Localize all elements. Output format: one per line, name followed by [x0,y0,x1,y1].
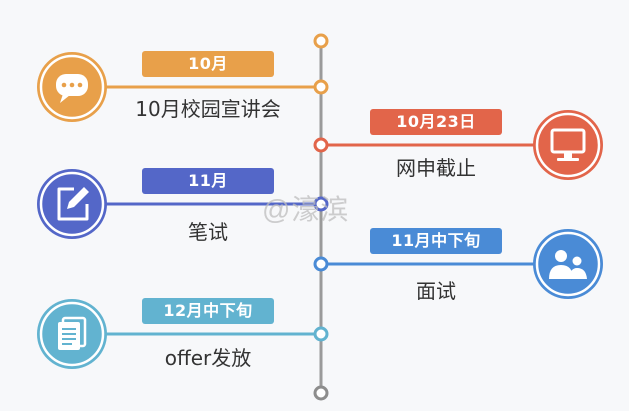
event-2-label: 网申截止 [396,156,476,180]
event-3-label: 笔试 [188,220,228,244]
event-1-icon-circle [37,52,107,122]
event-2-icon-circle [533,110,603,180]
chat-bubble-icon [56,74,88,103]
event-1-connector [104,79,329,95]
axis-end-dot [313,385,329,401]
event-4-connector [313,256,534,272]
event-1-date-badge: 10月 [142,51,274,77]
event-5-icon-circle [37,299,107,369]
event-1-label: 10月校园宣讲会 [135,97,281,121]
event-3-date-badge: 11月 [142,168,274,194]
event-3-connector [104,196,329,212]
event-5-label: offer发放 [164,346,252,370]
event-3-icon-circle [37,169,107,239]
event-4-date-badge: 11月中下旬 [370,228,502,254]
event-4-label: 面试 [416,279,456,303]
event-2-date-badge: 10月23日 [370,109,502,135]
event-5-connector [104,326,329,342]
event-4-icon-circle [533,229,603,299]
watermark-text: @濠滨 [262,194,350,225]
event-2-connector [313,137,534,153]
axis-start-dot [313,33,329,49]
computer-monitor-icon [550,128,586,161]
event-5-date-badge: 12月中下旬 [142,298,274,324]
edit-pencil-icon [57,187,89,221]
document-icon [58,316,87,350]
people-group-icon [549,250,587,279]
